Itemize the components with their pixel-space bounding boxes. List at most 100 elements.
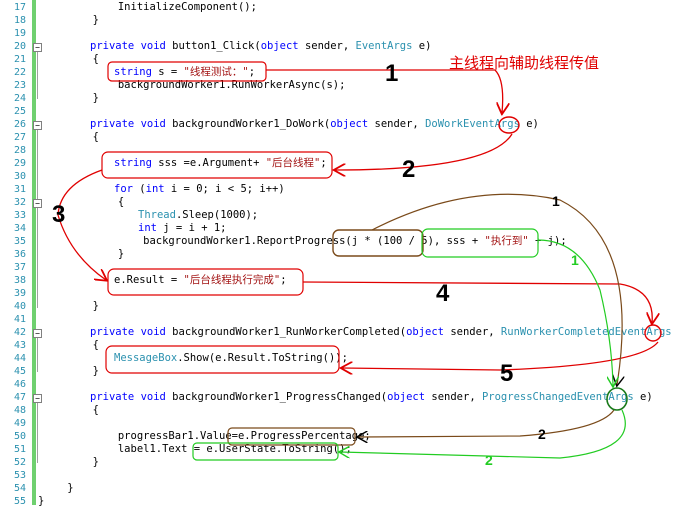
code-line: { [42, 339, 99, 352]
collapse-toggle-icon[interactable]: − [33, 394, 42, 403]
collapse-toggle-icon[interactable]: − [33, 121, 42, 130]
fold-guide [37, 401, 38, 463]
step-label: 2 [402, 156, 416, 183]
line-number: 52 [13, 457, 26, 468]
highlight-circle [606, 387, 628, 411]
code-line: private void button1_Click(object sender… [90, 40, 431, 53]
highlight-box [107, 61, 267, 82]
code-line: { [42, 404, 99, 417]
code-line: e.Result = "后台线程执行完成"; [114, 274, 287, 287]
line-number: 17 [13, 2, 26, 13]
keyword: private void [90, 40, 166, 52]
code-text: sender, [444, 326, 501, 338]
type-name: Thread [138, 209, 176, 221]
step-label: 3 [52, 201, 66, 228]
progress-step-label: 1 [552, 193, 560, 209]
code-text: } [42, 248, 125, 260]
line-number: 34 [13, 223, 26, 234]
code-line: InitializeComponent(); [42, 1, 257, 14]
code-text: } [42, 482, 74, 494]
code-line: { [42, 53, 99, 66]
line-number: 19 [13, 28, 26, 39]
line-number: 53 [13, 470, 26, 481]
line-number: 33 [13, 210, 26, 221]
userstate-step-label: 1 [571, 252, 579, 268]
code-line: private void backgroundWorker1_RunWorker… [90, 326, 677, 339]
line-number: 23 [13, 80, 26, 91]
highlight-box [421, 228, 539, 258]
keyword: for [114, 183, 133, 195]
code-text: { [42, 404, 99, 416]
keyword: object [330, 118, 369, 130]
line-number: 47 [13, 392, 26, 403]
code-text: ( [132, 183, 146, 195]
line-number: 32 [13, 197, 26, 208]
code-text: } [42, 456, 99, 468]
code-text: } [42, 14, 99, 26]
keyword: object [406, 326, 445, 338]
line-number: 35 [13, 236, 26, 247]
code-line: progressBar1.Value=e.ProgressPercentage; [42, 430, 371, 443]
code-text: e.UserState.ToString() [206, 443, 346, 455]
line-number: 29 [13, 158, 26, 169]
keyword: private void [90, 118, 166, 130]
line-number: 38 [13, 275, 26, 286]
highlight-box [227, 427, 356, 446]
keyword: private void [90, 326, 166, 338]
flow-arrow [302, 281, 652, 323]
line-number: 24 [13, 93, 26, 104]
code-line: private void backgroundWorker1_ProgressC… [90, 391, 653, 404]
string-literal: "后台线程执行完成" [183, 274, 281, 286]
line-number: 28 [13, 145, 26, 156]
line-number: 45 [13, 366, 26, 377]
line-number: 50 [13, 431, 26, 442]
highlight-box [101, 151, 333, 179]
code-text: ; [248, 66, 256, 78]
code-line: } [42, 248, 124, 261]
flow-arrow [371, 193, 622, 385]
code-text: e) [519, 118, 539, 130]
line-number: 36 [13, 249, 26, 260]
keyword: object [260, 40, 299, 52]
step-label: 4 [436, 280, 450, 307]
line-number: 26 [13, 119, 26, 130]
code-line: for (int i = 0; i < 5; i++) [114, 183, 285, 196]
fold-guide [37, 50, 38, 99]
flow-arrow [340, 409, 626, 459]
code-line: label1.Text = e.UserState.ToString(); [42, 443, 352, 456]
line-number: 25 [13, 106, 26, 117]
type-name: MessageBox [114, 352, 178, 364]
line-number: 55 [13, 496, 26, 507]
code-text: sss + [446, 235, 485, 247]
type-name: ProgressChangedEventArgs [481, 391, 634, 403]
flow-arrow [537, 239, 613, 386]
line-number: 51 [13, 444, 26, 455]
flow-arrow [342, 341, 659, 370]
code-line: } [38, 495, 44, 508]
code-text: sender, [298, 40, 356, 52]
collapse-toggle-icon[interactable]: − [33, 199, 42, 208]
line-number: 46 [13, 379, 26, 390]
collapse-toggle-icon[interactable]: − [33, 43, 42, 52]
line-number: 39 [13, 288, 26, 299]
code-line: { [42, 131, 99, 144]
line-number: 18 [13, 15, 26, 26]
code-text: e.Result = [114, 274, 184, 286]
step-label: 5 [500, 360, 514, 387]
keyword: int [145, 183, 165, 195]
line-number: 48 [13, 405, 26, 416]
code-text: backgroundWorker1.ReportProgress( [42, 235, 352, 247]
code-text: sss =e.Argument+ [151, 157, 266, 169]
code-line: int j = i + 1; [138, 222, 227, 235]
code-line: } [42, 300, 99, 313]
code-text: s = [151, 66, 184, 78]
code-text: backgroundWorker1_ProgressChanged( [165, 391, 388, 403]
code-text: button1_Click( [165, 40, 261, 52]
type-name: DoWorkEventArgs [425, 118, 520, 130]
line-number: 27 [13, 132, 26, 143]
line-number: 37 [13, 262, 26, 273]
line-number: 22 [13, 67, 26, 78]
flow-arrow [57, 169, 106, 280]
collapse-toggle-icon[interactable]: − [33, 329, 42, 338]
